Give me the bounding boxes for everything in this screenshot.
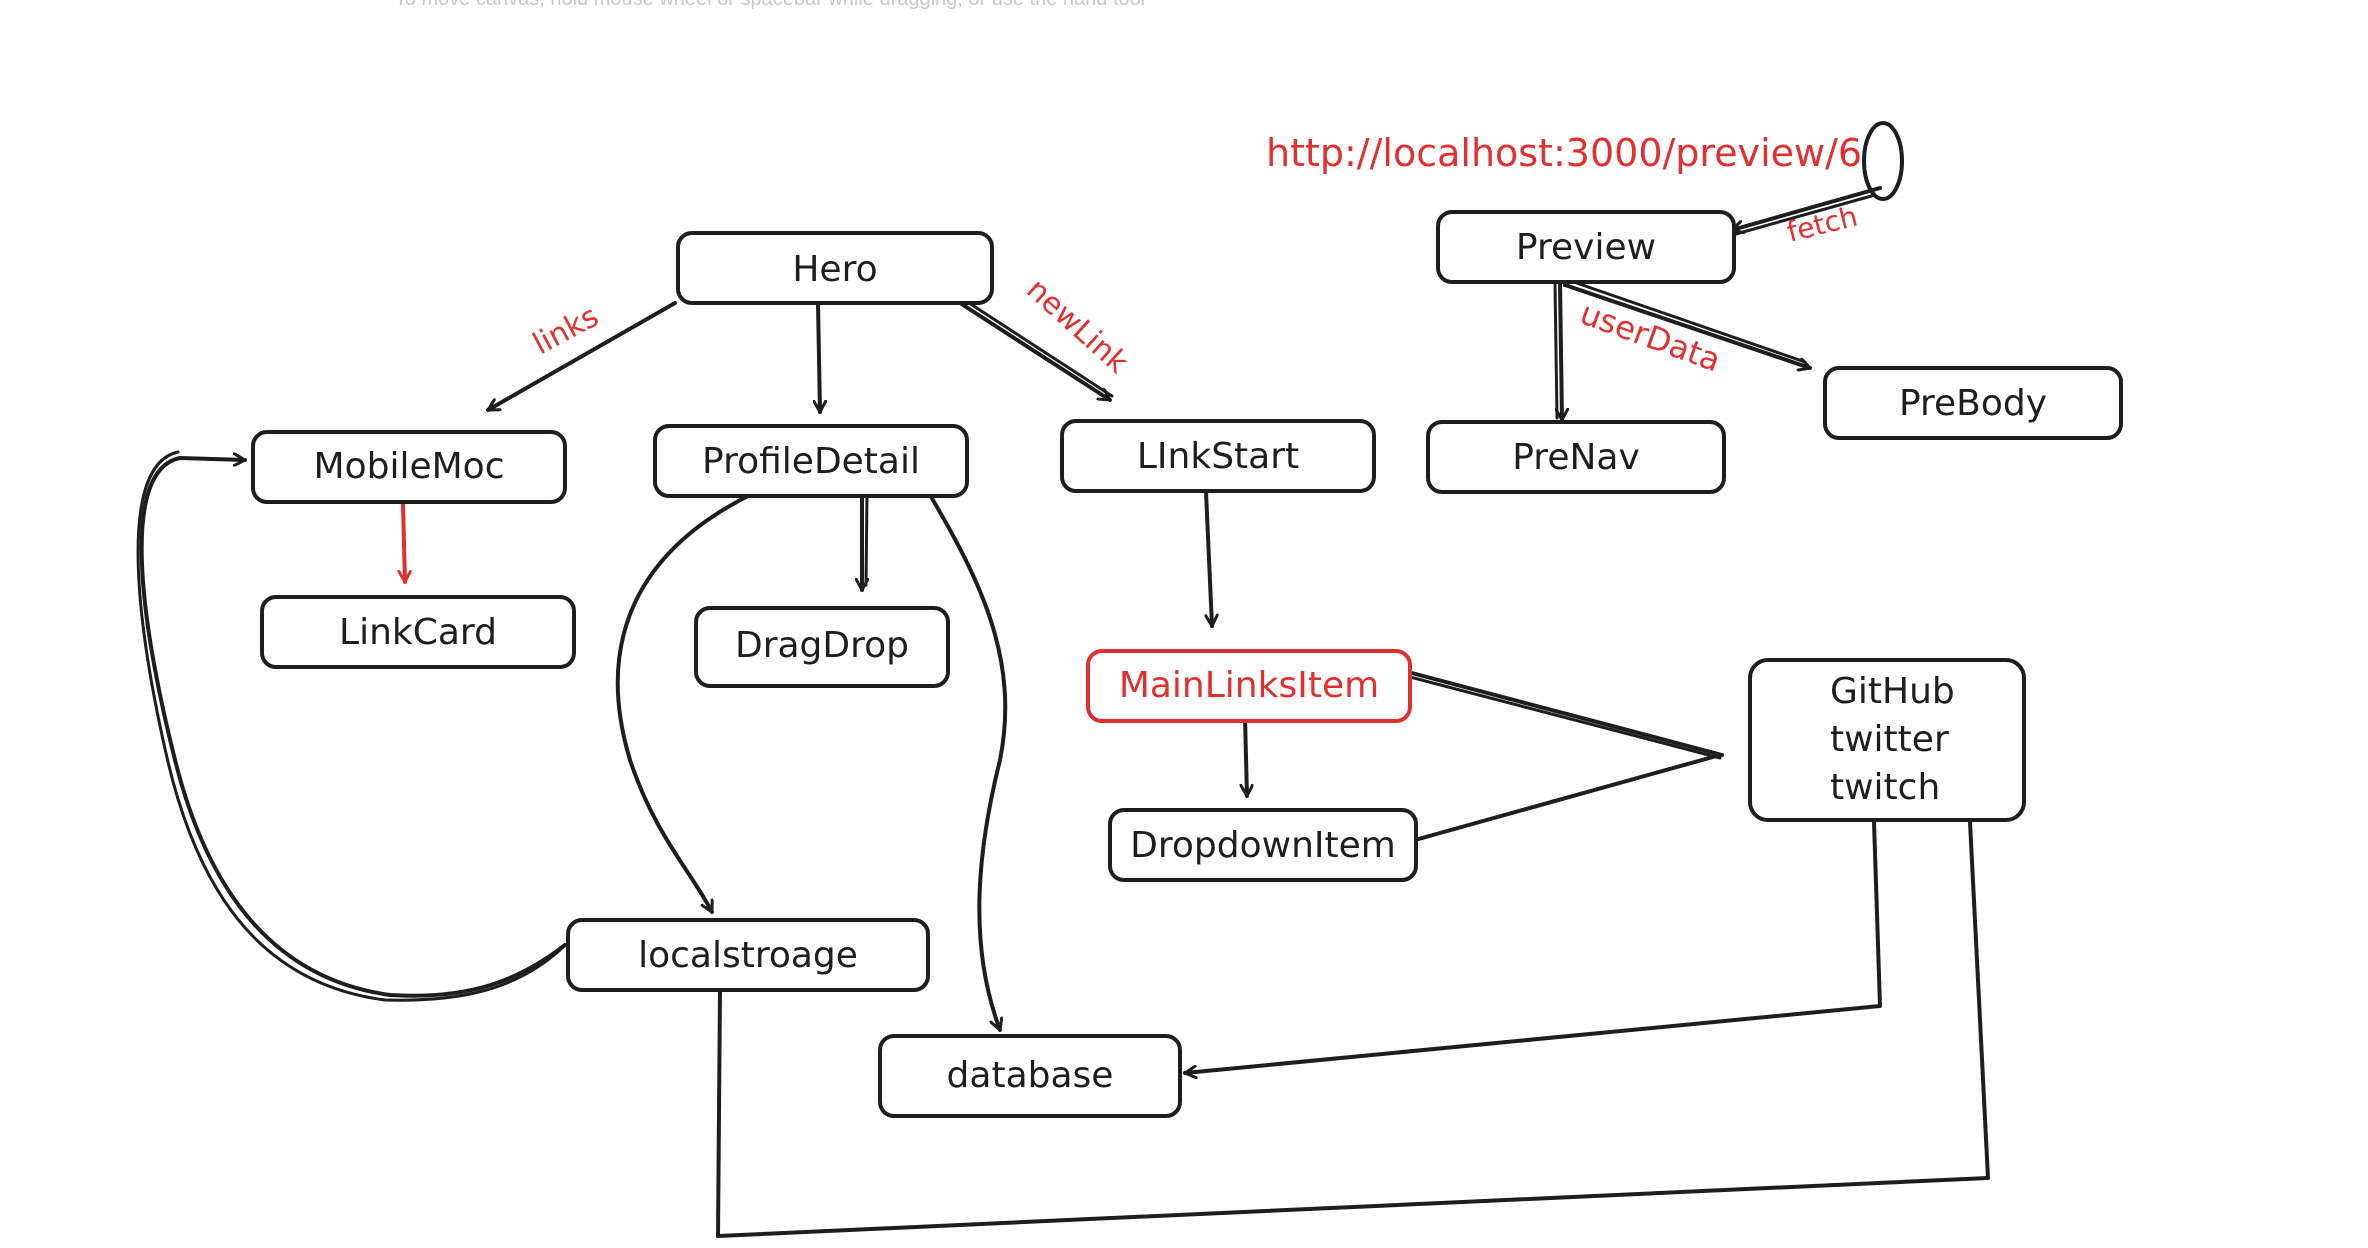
edge-profiledetail-localstorage[interactable]	[615, 493, 752, 914]
node-mainlinksitem[interactable]: MainLinksItem	[1086, 649, 1412, 723]
node-linkcard[interactable]: LinkCard	[260, 595, 576, 669]
url-annotation: http://localhost:3000/preview/6	[1266, 131, 1862, 175]
node-preview-label: Preview	[1516, 227, 1656, 268]
canvas-hint: To move canvas, hold mouse wheel or spac…	[0, 0, 1540, 11]
node-linkstart-label: LInkStart	[1137, 436, 1299, 477]
edge-hero-mobilemoc[interactable]	[486, 301, 677, 412]
edge-preview-prebody[interactable]	[1563, 283, 1812, 368]
social-item-twitch: twitch	[1830, 767, 1940, 808]
edge-mobilemoc-linkcard[interactable]	[403, 503, 405, 584]
edge-hero-profiledetail[interactable]	[818, 301, 820, 414]
node-dragdrop-label: DragDrop	[735, 625, 909, 666]
url-highlight-circle	[1862, 121, 1904, 201]
node-localstorage-label: localstroage	[638, 935, 858, 976]
node-prenav-label: PreNav	[1512, 437, 1640, 478]
node-social-list[interactable]: GitHub twitter twitch	[1748, 658, 2026, 822]
edge-mainlinksitem-social[interactable]	[1406, 670, 1724, 757]
edge-label-newlink: newLink	[1020, 272, 1136, 381]
node-mobilemoc-label: MobileMoc	[314, 446, 505, 487]
node-localstorage[interactable]: localstroage	[566, 918, 930, 992]
node-hero[interactable]: Hero	[676, 231, 994, 305]
node-prenav[interactable]: PreNav	[1426, 420, 1726, 494]
node-hero-label: Hero	[792, 249, 877, 290]
node-profiledetail-label: ProfileDetail	[702, 441, 920, 482]
node-mainlinksitem-label: MainLinksItem	[1119, 665, 1379, 706]
node-dropdownitem[interactable]: DropdownItem	[1108, 808, 1418, 882]
edge-mainlinksitem-dropdownitem[interactable]	[1245, 716, 1247, 798]
edge-linkstart-mainlinksitem[interactable]	[1204, 490, 1212, 628]
node-linkcard-label: LinkCard	[339, 612, 497, 653]
social-item-github: GitHub	[1830, 671, 1955, 712]
edge-url-preview[interactable]	[1730, 186, 1882, 230]
node-prebody-label: PreBody	[1899, 383, 2047, 424]
node-dragdrop[interactable]: DragDrop	[694, 606, 950, 688]
edge-social-database[interactable]	[1183, 820, 1882, 1073]
edge-preview-prenav[interactable]	[1560, 281, 1562, 422]
node-prebody[interactable]: PreBody	[1823, 366, 2123, 440]
edge-label-fetch: fetch	[1784, 200, 1861, 249]
node-mobilemoc[interactable]: MobileMoc	[251, 430, 567, 504]
edge-social-localstorage[interactable]	[716, 820, 1990, 1238]
node-linkstart[interactable]: LInkStart	[1060, 419, 1376, 493]
edge-dropdownitem-social[interactable]	[1413, 753, 1722, 842]
edge-localstorage-mobilemoc[interactable]	[139, 458, 567, 998]
node-database-label: database	[947, 1055, 1114, 1096]
node-database[interactable]: database	[878, 1034, 1182, 1118]
edge-profiledetail-database[interactable]	[928, 493, 1008, 1032]
node-preview[interactable]: Preview	[1436, 210, 1736, 284]
edge-label-userdata: userData	[1575, 294, 1725, 380]
edge-hero-linkstart[interactable]	[958, 301, 1112, 402]
node-dropdownitem-label: DropdownItem	[1130, 825, 1396, 866]
social-item-twitter: twitter	[1830, 719, 1949, 760]
edge-label-links: links	[527, 299, 604, 362]
node-profiledetail[interactable]: ProfileDetail	[653, 424, 969, 498]
